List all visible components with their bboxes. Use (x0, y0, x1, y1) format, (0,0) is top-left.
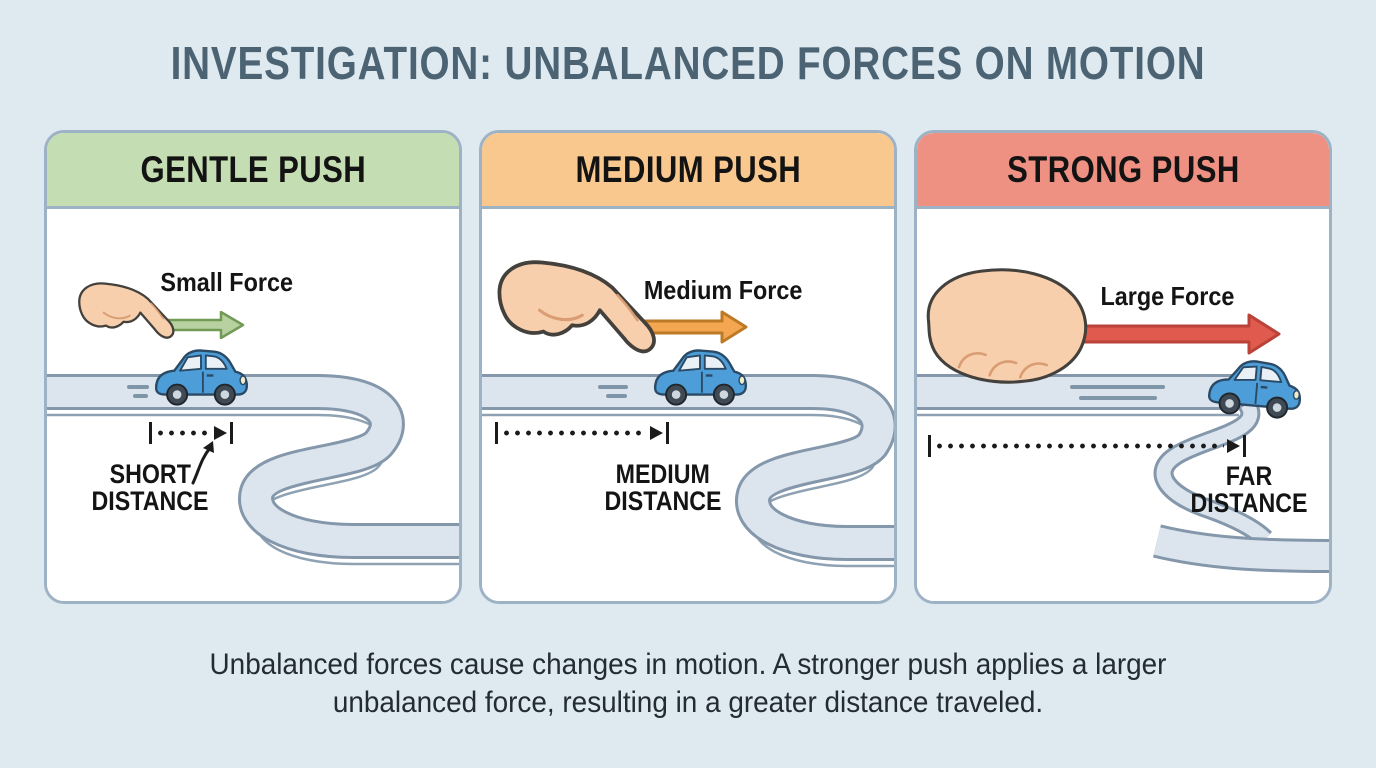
force-label: Small Force (139, 267, 314, 298)
measure-dotted-line (155, 430, 211, 436)
toy-car-icon (154, 349, 249, 406)
measure-arrowhead-icon (1227, 439, 1240, 453)
force-label-text: Medium Force (643, 275, 803, 305)
road-track (482, 374, 894, 568)
distance-label-line1: MEDIUM (615, 459, 711, 489)
toy-car-icon (1208, 360, 1302, 419)
force-arrow-icon (1077, 313, 1281, 355)
panel-strong-push: STRONG PUSH Large Force (914, 130, 1332, 604)
caption-text: Unbalanced forces cause changes in motio… (209, 648, 1167, 719)
distance-label-line2: DISTANCE (1190, 488, 1308, 518)
motion-dash (127, 385, 149, 389)
distance-label-line2: DISTANCE (91, 486, 209, 516)
measure-end-tick (1243, 435, 1246, 457)
panel-header: MEDIUM PUSH (482, 133, 894, 209)
panel-medium-push: MEDIUM PUSH Medium Force (479, 130, 897, 604)
measure-start-tick (149, 422, 152, 444)
measure-start-tick (495, 422, 498, 444)
motion-dash (1079, 396, 1157, 400)
motion-dash (606, 394, 627, 398)
force-label: Large Force (1077, 281, 1257, 312)
distance-label-line1: FAR (1225, 461, 1273, 491)
distance-label-line2: DISTANCE (604, 486, 722, 516)
panel-header-label: GENTLE PUSH (140, 148, 366, 190)
panel-header-label: STRONG PUSH (1006, 148, 1240, 190)
measure-dotted-line (501, 430, 647, 436)
panel-header-label: MEDIUM PUSH (575, 148, 801, 190)
caption: Unbalanced forces cause changes in motio… (88, 646, 1288, 722)
panel-content: Large Force (917, 209, 1329, 601)
panel-header: STRONG PUSH (917, 133, 1329, 209)
infographic-root: INVESTIGATION: UNBALANCED FORCES ON MOTI… (0, 0, 1376, 722)
road-track (917, 374, 1329, 573)
force-label-text: Large Force (1100, 281, 1234, 311)
panel-content: Small Force (47, 209, 459, 601)
road-track (47, 374, 459, 566)
toy-car-icon (653, 349, 748, 406)
page-title: INVESTIGATION: UNBALANCED FORCES ON MOTI… (0, 0, 1376, 90)
distance-measure-line (495, 422, 669, 444)
force-label-text: Small Force (160, 267, 293, 297)
measure-arrowhead-icon (650, 426, 663, 440)
force-label: Medium Force (635, 275, 810, 306)
motion-dash (598, 385, 628, 389)
annotation-arrow-icon (191, 441, 214, 485)
pointing-hand-icon (78, 282, 175, 339)
distance-label: MEDIUM DISTANCE (583, 461, 743, 515)
measure-dotted-line (934, 443, 1224, 449)
panel-content: Medium Force (482, 209, 894, 601)
distance-measure-line (149, 422, 233, 444)
panels-row: GENTLE PUSH Small Force (44, 130, 1332, 604)
measure-start-tick (928, 435, 931, 457)
measure-end-tick (666, 422, 669, 444)
panel-gentle-push: GENTLE PUSH Small Force (44, 130, 462, 604)
pointing-hand-icon (497, 260, 656, 354)
distance-label: SHORT DISTANCE (75, 461, 225, 515)
measure-arrowhead-icon (214, 426, 227, 440)
motion-dash (133, 394, 148, 398)
panel-header: GENTLE PUSH (47, 133, 459, 209)
page-title-text: INVESTIGATION: UNBALANCED FORCES ON MOTI… (170, 37, 1206, 89)
distance-label: FAR DISTANCE (1171, 463, 1327, 517)
fist-hand-icon (926, 268, 1088, 384)
motion-dash (1070, 385, 1165, 389)
measure-end-tick (230, 422, 233, 444)
distance-measure-line (928, 435, 1246, 457)
distance-label-line1: SHORT (109, 459, 191, 489)
